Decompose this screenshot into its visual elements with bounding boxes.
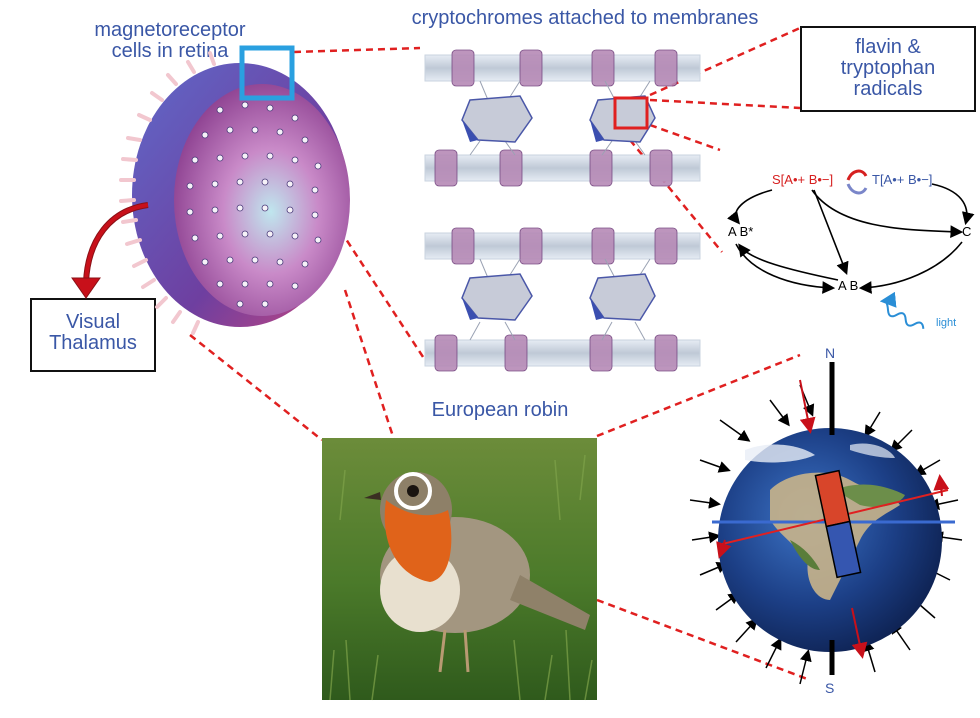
bar-magnet: [814, 469, 862, 579]
excited-state: A B*: [728, 224, 753, 239]
radicals-box: flavin & tryptophan radicals: [800, 26, 976, 112]
retina-selection-square: [239, 45, 295, 101]
earth-compass: N S: [689, 345, 963, 696]
south-label: S: [825, 680, 834, 696]
triplet-state: T[A•+ B•−]: [872, 172, 932, 187]
robin-photo: [322, 438, 597, 701]
singlet-state: S[A•+ B•−]: [772, 172, 833, 187]
robin-label: European robin: [431, 399, 569, 421]
thalamus-box: Visual Thalamus: [30, 298, 156, 372]
curved-arrow-icon: [71, 202, 149, 299]
cryptochromes-title: cryptochromes attached to membranes: [411, 7, 759, 29]
retina-hemisphere: [119, 45, 350, 335]
north-label: N: [825, 345, 835, 361]
membranes: [424, 49, 701, 372]
cryptochrome-proteins: [461, 95, 656, 321]
ground-state: A B: [838, 278, 858, 293]
reaction-scheme: S[A•+ B•−] T[A•+ B•−] A B* A B C light: [727, 169, 975, 329]
light-label: light: [936, 317, 956, 329]
retina-label: magnetoreceptor cells in retina: [94, 19, 246, 62]
eye-circle-icon: [394, 472, 432, 510]
wavy-light-icon: [879, 291, 925, 329]
product-state: C: [962, 224, 971, 239]
radical-selection-square: [613, 96, 649, 130]
